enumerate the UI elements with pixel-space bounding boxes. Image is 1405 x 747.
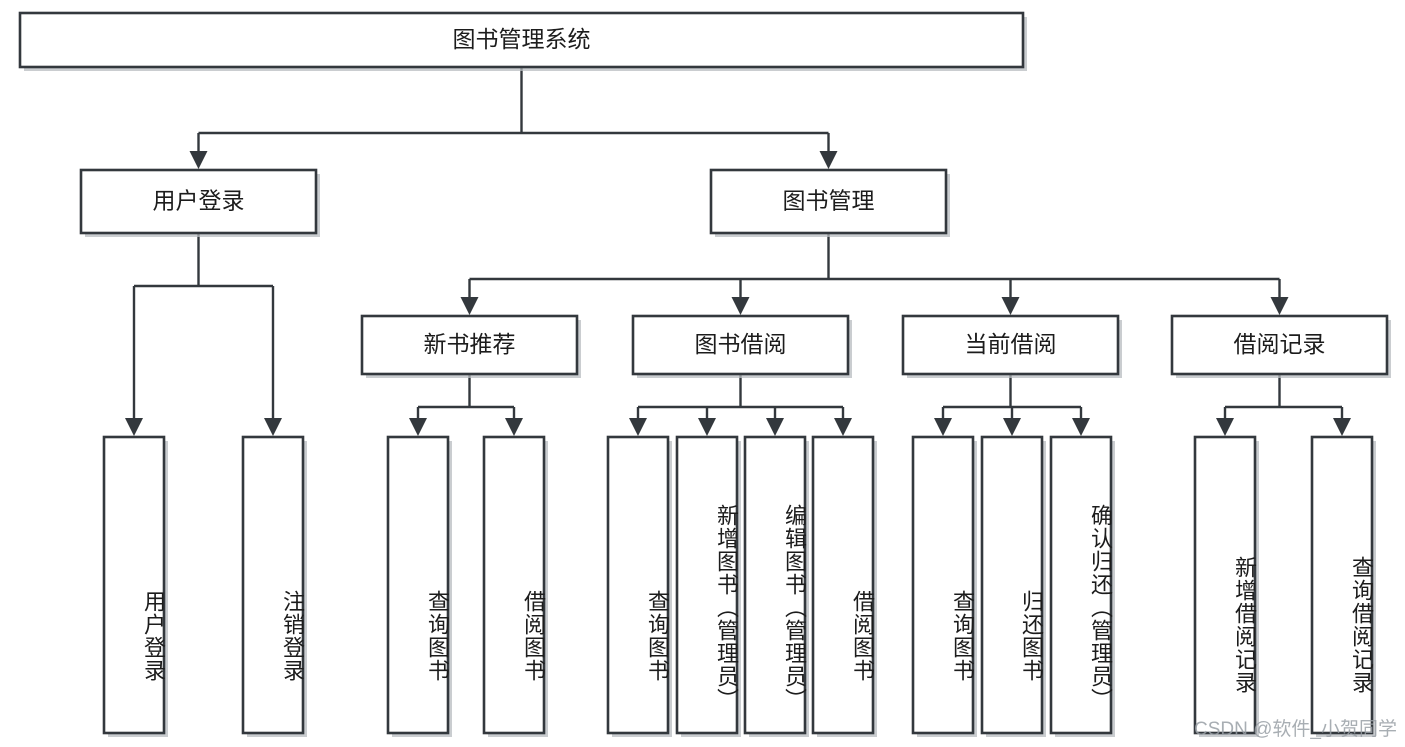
node-box-new-book-rec[interactable] (360, 314, 579, 376)
arrow-head-icon (1001, 297, 1020, 315)
arrow-head-icon (1333, 418, 1351, 436)
node-box-leaf-query-book-1[interactable] (386, 435, 450, 735)
arrow-head-icon (766, 418, 784, 436)
node-box-leaf-edit-book[interactable] (743, 435, 807, 735)
arrow-head-icon (409, 418, 427, 436)
arrow-head-icon (125, 418, 143, 436)
arrow-head-icon (629, 418, 647, 436)
arrow-head-icon (731, 297, 750, 315)
csdn-watermark: CSDN @软件_小贺同学 (1194, 719, 1397, 740)
node-box-leaf-borrow-book-1[interactable] (482, 435, 546, 735)
nodes-layer (18, 11, 1389, 735)
arrow-head-icon (505, 418, 523, 436)
node-box-root[interactable] (18, 11, 1025, 69)
node-box-leaf-return-book[interactable] (980, 435, 1044, 735)
arrow-head-icon (1003, 418, 1021, 436)
node-box-leaf-query-book-3[interactable] (911, 435, 975, 735)
arrow-head-icon (698, 418, 716, 436)
node-label-book-borrow: 图书借阅 (695, 331, 787, 357)
node-label-new-book-rec: 新书推荐 (424, 331, 516, 357)
node-label-borrow-record: 借阅记录 (1234, 331, 1326, 357)
arrow-head-icon (819, 151, 838, 169)
arrow-head-icon (1216, 418, 1234, 436)
arrow-head-icon (1270, 297, 1289, 315)
node-box-leaf-add-book[interactable] (675, 435, 739, 735)
node-box-book-borrow[interactable] (631, 314, 850, 376)
node-box-current-borrow[interactable] (901, 314, 1120, 376)
arrow-head-icon (460, 297, 479, 315)
node-label-book-manage: 图书管理 (783, 188, 875, 214)
node-box-leaf-borrow-book-2[interactable] (811, 435, 875, 735)
node-label-root: 图书管理系统 (453, 26, 591, 52)
node-box-borrow-record[interactable] (1170, 314, 1389, 376)
node-box-user-login[interactable] (79, 168, 318, 235)
node-box-leaf-query-record[interactable] (1310, 435, 1374, 735)
arrow-head-icon (934, 418, 952, 436)
node-box-leaf-logout[interactable] (241, 435, 305, 735)
node-box-leaf-user-login[interactable] (102, 435, 166, 735)
edges-layer (125, 67, 1351, 436)
arrow-head-icon (1072, 418, 1090, 436)
arrow-head-icon (264, 418, 282, 436)
arrow-head-icon (834, 418, 852, 436)
arrow-head-icon (189, 151, 208, 169)
node-box-book-manage[interactable] (709, 168, 948, 235)
node-box-leaf-confirm-return[interactable] (1049, 435, 1113, 735)
node-box-leaf-query-book-2[interactable] (606, 435, 670, 735)
node-label-user-login: 用户登录 (153, 188, 245, 214)
node-label-current-borrow: 当前借阅 (965, 331, 1057, 357)
node-box-leaf-add-record[interactable] (1193, 435, 1257, 735)
